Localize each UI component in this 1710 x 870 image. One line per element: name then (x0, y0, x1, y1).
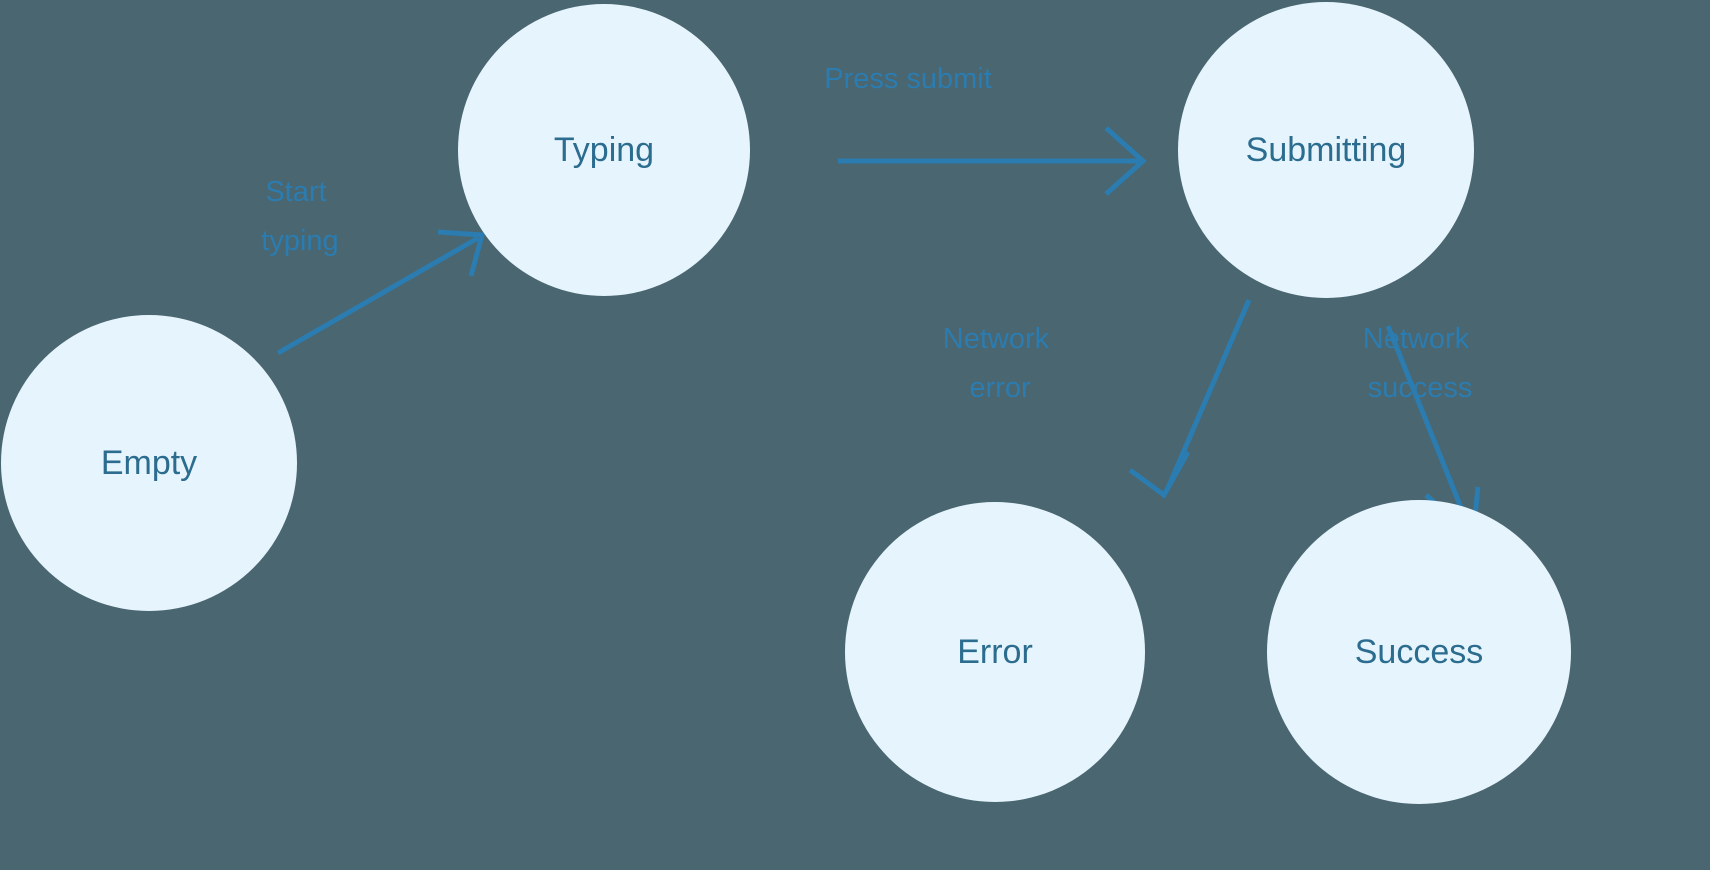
edge-label-line: Press submit (824, 63, 992, 95)
edge-label-line: typing (261, 225, 338, 257)
edge-label-line: Start (265, 176, 326, 208)
node-label-submitting: Submitting (1246, 131, 1407, 169)
edge-label-start-typing: Start typing (261, 176, 338, 257)
node-success[interactable]: Success (1267, 500, 1571, 804)
node-label-error: Error (957, 633, 1033, 671)
edge-label-press-submit: Press submit (824, 63, 992, 95)
arrowhead-icon (1128, 450, 1191, 499)
node-typing[interactable]: Typing (458, 4, 750, 296)
edge-submitting-to-success[interactable]: Network success (1363, 323, 1481, 542)
edge-label-line: error (969, 372, 1031, 404)
edge-line (276, 235, 480, 356)
edge-line (1164, 299, 1252, 491)
node-empty[interactable]: Empty (1, 315, 297, 611)
edge-submitting-to-error[interactable]: Network error (943, 299, 1252, 499)
node-circle (845, 502, 1145, 802)
node-label-empty: Empty (101, 444, 197, 482)
edge-label-line: success (1368, 372, 1473, 404)
edge-label-line: Network (943, 323, 1050, 355)
edge-typing-to-submitting[interactable]: Press submit (824, 63, 1147, 196)
node-circle (1, 315, 297, 611)
node-circle (458, 4, 750, 296)
node-label-typing: Typing (554, 131, 654, 169)
edge-label-network-success: Network success (1363, 323, 1477, 404)
node-circle (1178, 2, 1474, 298)
arrowhead-icon (1104, 126, 1147, 196)
node-error[interactable]: Error (845, 502, 1145, 802)
arrowhead-icon (437, 229, 486, 277)
node-label-success: Success (1355, 633, 1484, 671)
node-circle (1267, 500, 1571, 804)
node-submitting[interactable]: Submitting (1178, 2, 1474, 298)
edge-empty-to-typing[interactable]: Start typing (261, 176, 486, 356)
edge-label-line: Network (1363, 323, 1470, 355)
edge-label-network-error: Network error (943, 323, 1057, 404)
edge-line (1385, 325, 1473, 531)
